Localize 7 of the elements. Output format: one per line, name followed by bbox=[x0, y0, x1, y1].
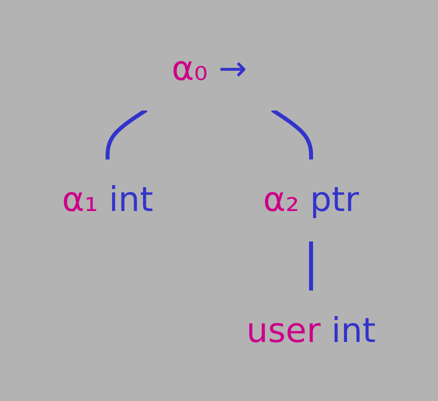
connector bbox=[271, 108, 314, 160]
node-text: α₁ int bbox=[62, 180, 154, 220]
node-text: user int bbox=[246, 310, 376, 351]
node-text: α₂ ptr bbox=[263, 180, 360, 220]
connector bbox=[106, 108, 148, 160]
connector bbox=[309, 241, 314, 291]
node-text: α₀ → bbox=[172, 49, 248, 89]
